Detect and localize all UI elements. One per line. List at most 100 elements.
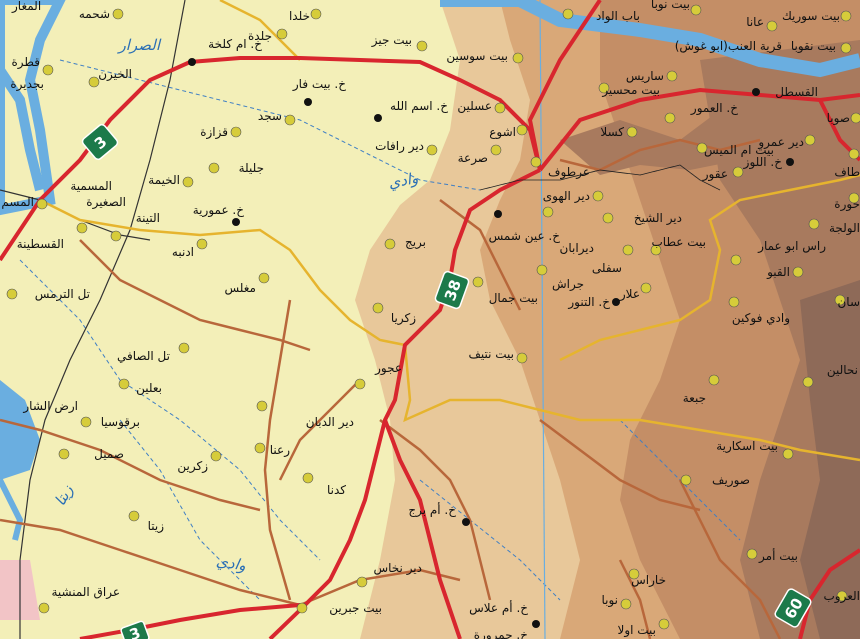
- place-allar[interactable]: علار: [619, 282, 652, 302]
- place-sajad[interactable]: سجد: [258, 109, 296, 126]
- place-kh-umm-alas[interactable]: خ. أم علاس: [469, 600, 540, 628]
- place-ishwa[interactable]: اشوع: [489, 124, 528, 140]
- place-deir-amr[interactable]: دير عمرو: [757, 134, 816, 150]
- place-aqur[interactable]: عقور: [702, 166, 744, 182]
- place-deir-sheikh[interactable]: دير الشيخ: [602, 211, 682, 226]
- place-qazaza[interactable]: قزازة: [200, 125, 242, 140]
- place-kh-um-kalkha[interactable]: خ. ام كلخة: [188, 37, 262, 66]
- place-surif[interactable]: صوريف: [680, 473, 750, 488]
- place-deir-dubban[interactable]: دير الدبان: [256, 400, 354, 430]
- place-kh-tannur[interactable]: خ. التنور: [567, 295, 620, 310]
- place-kharas[interactable]: خاراس: [628, 568, 666, 588]
- place-zeita[interactable]: زيتا: [128, 510, 164, 534]
- place-jiliya[interactable]: جليلة: [208, 161, 264, 175]
- place-beit-jimal[interactable]: بيت جمال: [472, 276, 538, 305]
- place-kudna[interactable]: كدنا: [302, 472, 346, 497]
- svg-text:خ. اسم الله: خ. اسم الله: [390, 99, 448, 113]
- place-nuba[interactable]: نوبا: [601, 593, 632, 610]
- place-qastina[interactable]: القسطينة: [17, 230, 122, 251]
- place-deir-nakhkhas[interactable]: دير نخاس: [356, 561, 422, 588]
- place-suba[interactable]: صوبا: [827, 111, 860, 126]
- place-kasla[interactable]: كسلا: [600, 125, 638, 139]
- place-beit-ula[interactable]: بيت اولا: [617, 618, 670, 638]
- place-deir-rafat[interactable]: دير رافات: [375, 139, 438, 156]
- svg-text:عرطوف: عرطوف: [548, 165, 590, 180]
- place-khiran[interactable]: الخيزن: [88, 67, 132, 88]
- place-jalda[interactable]: جلدة: [248, 28, 288, 43]
- place-kh-ein-shams[interactable]: خ. عين شمس: [489, 210, 561, 244]
- place-kh-umuriya[interactable]: خ. عمورية: [193, 203, 244, 226]
- place-anata[interactable]: عانا: [746, 15, 778, 32]
- place-saris[interactable]: ساريس: [626, 69, 678, 84]
- svg-text:خاراس: خاراس: [631, 573, 666, 588]
- place-barqusya[interactable]: برقوسيا: [80, 415, 140, 430]
- place-beit-umm-meis[interactable]: بيت ام الميس: [696, 142, 774, 158]
- place-beit-nattif[interactable]: بيت نتيف: [468, 347, 528, 364]
- place-iraq-manshiya[interactable]: عراق المنشية: [38, 585, 120, 614]
- place-barqa[interactable]: بريج: [384, 235, 426, 250]
- place-beit-naqquba[interactable]: بيت نقوبا: [791, 39, 852, 54]
- place-zikrin[interactable]: زكرين: [177, 450, 222, 474]
- place-raana[interactable]: رعنا: [254, 442, 290, 458]
- svg-text:عراق المنشية: عراق المنشية: [51, 585, 120, 600]
- route-shield-3: 3: [81, 123, 119, 161]
- place-masmiya-edge[interactable]: المسم: [1, 195, 48, 210]
- place-beit-jiz[interactable]: بيت جيز: [371, 33, 428, 52]
- place-shahma[interactable]: شحمه: [79, 7, 124, 21]
- place-beit-jibrin[interactable]: بيت جبرين: [296, 601, 382, 616]
- place-beit-ummar[interactable]: بيت أمر: [746, 548, 798, 564]
- place-beit-susin[interactable]: بيت سوسين: [446, 49, 524, 64]
- place-hilhul-edge[interactable]: حورة: [834, 192, 860, 212]
- place-kh-ism-allah[interactable]: خ. اسم الله: [374, 99, 448, 122]
- place-sara[interactable]: صرعة: [458, 144, 502, 166]
- place-tall-turmus[interactable]: تل الترمس: [6, 287, 90, 302]
- place-kh-umm-burj[interactable]: خ. أم برج: [408, 502, 470, 526]
- place-husan[interactable]: سان: [834, 294, 860, 309]
- place-qastal[interactable]: القسطل: [752, 85, 818, 99]
- place-kh-lawz[interactable]: خ. اللوز: [743, 155, 794, 170]
- place-qatra[interactable]: قطرة: [12, 55, 54, 76]
- svg-text:ادنبه: ادنبه: [172, 245, 194, 259]
- place-kh-amur[interactable]: خ. العمور: [664, 101, 738, 124]
- place-qabu[interactable]: القبو: [766, 265, 804, 280]
- place-deir-hawa[interactable]: دير الهوى: [543, 189, 604, 204]
- place-nahhalin[interactable]: نحالين: [802, 363, 858, 388]
- place-jarash[interactable]: جراش: [536, 264, 584, 292]
- place-khayma[interactable]: الخيمة: [148, 173, 194, 188]
- place-tina[interactable]: التينة: [76, 211, 160, 234]
- place-bailin[interactable]: بعلين: [118, 378, 162, 396]
- place-deir-aban[interactable]: ديرابان: [542, 206, 594, 256]
- place-walaja[interactable]: الولجة: [808, 218, 860, 236]
- route-shield-60: 60: [774, 588, 812, 628]
- place-wadi-fukin[interactable]: وادي فوكين: [728, 296, 790, 326]
- place-artuf[interactable]: عرطوف: [530, 156, 590, 180]
- place-islin[interactable]: عسلين: [457, 99, 506, 114]
- place-kaddasa[interactable]: طاف: [834, 148, 860, 179]
- place-jaba[interactable]: جبعة: [683, 374, 720, 405]
- place-zakariya[interactable]: زكريا: [372, 302, 416, 326]
- place-beit-mahsir[interactable]: بيت محسير: [598, 82, 660, 98]
- place-sufla[interactable]: سفلى: [592, 244, 634, 275]
- place-tall-safi[interactable]: تل الصافي: [117, 342, 190, 363]
- place-mughallis[interactable]: مغلس: [225, 272, 270, 296]
- place-beit-skariya[interactable]: بيت اسكارية: [716, 439, 794, 460]
- place-arrub[interactable]: العروب: [824, 589, 860, 604]
- terrain: [355, 0, 860, 639]
- place-beit-surik[interactable]: بيت سوريك: [782, 9, 852, 24]
- svg-text:خ. أم علاس: خ. أم علاس: [469, 600, 528, 616]
- place-summeil[interactable]: صميل: [58, 447, 124, 461]
- place-ras-abu-ammar[interactable]: راس ابو عمار: [730, 239, 826, 266]
- place-ajjur[interactable]: عجور: [354, 361, 402, 390]
- place-beit-far[interactable]: خ. بيت فار: [292, 77, 346, 106]
- boundary-lines: [479, 164, 721, 191]
- svg-text:بيت ام الميس: بيت ام الميس: [704, 143, 774, 158]
- place-bab-wad[interactable]: باب الواد: [562, 8, 640, 24]
- place-idnibba[interactable]: ادنبه: [172, 238, 208, 259]
- place-beit-nuba[interactable]: بيت نوبا: [651, 0, 702, 16]
- label-wadi-2: وادي: [215, 552, 248, 575]
- place-beit-itab[interactable]: بيت عطاب: [650, 235, 706, 256]
- place-khulda[interactable]: خلدا: [289, 8, 322, 23]
